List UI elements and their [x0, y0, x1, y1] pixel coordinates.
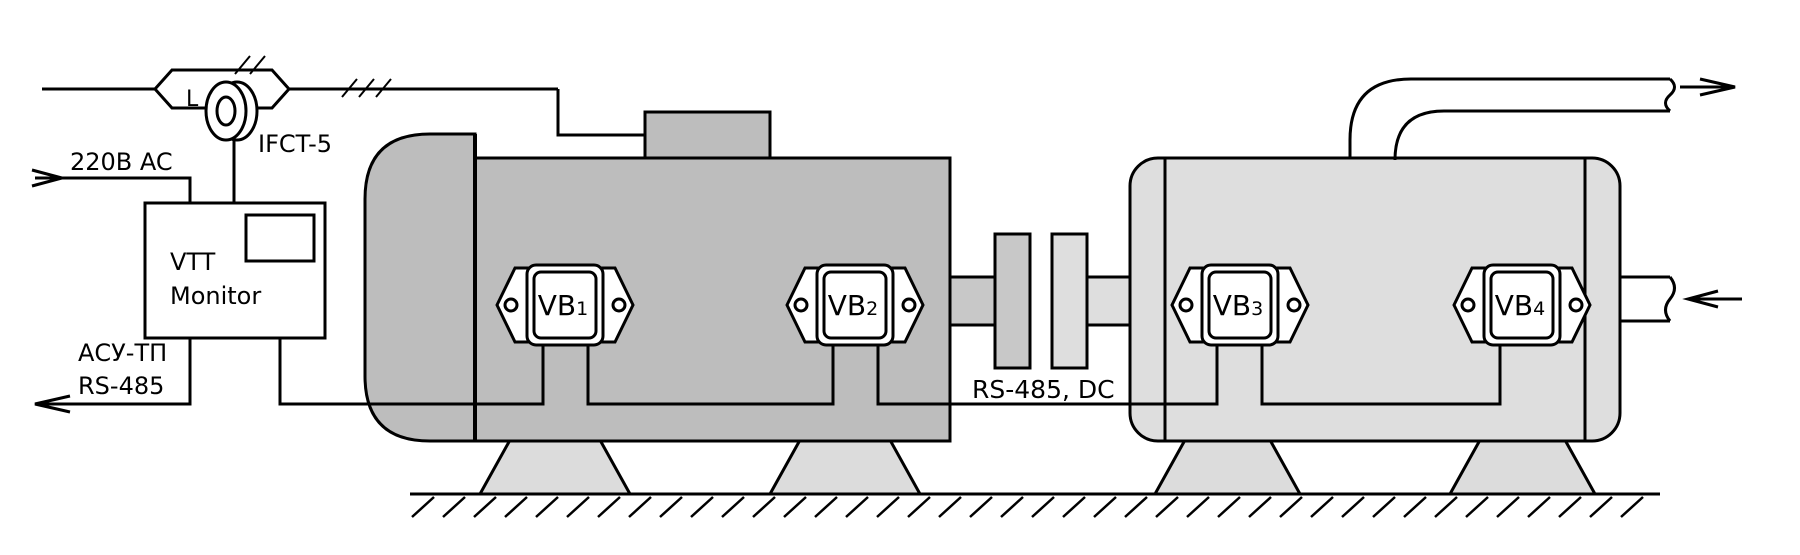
pump-foot-left	[1152, 438, 1303, 496]
motor-foot-left	[477, 438, 633, 496]
mount-hole-icon	[1286, 297, 1302, 313]
hatch-line	[1496, 496, 1520, 518]
output-label-line2: RS-485	[78, 372, 164, 400]
hatch-line	[1217, 496, 1241, 518]
hatch-line	[1558, 496, 1582, 518]
motor-fan-cover	[363, 132, 477, 443]
hatch-line	[783, 496, 807, 518]
hatch-line	[845, 496, 869, 518]
motor-foot-right	[767, 438, 923, 496]
pump-body	[1128, 156, 1622, 443]
mount-hole-icon	[503, 297, 519, 313]
hatch-line	[442, 496, 466, 518]
hatch-line	[907, 496, 931, 518]
vibration-sensor-2: VB2	[785, 263, 925, 347]
shaft-coupling	[948, 232, 1134, 370]
hatch-line	[1248, 496, 1272, 518]
monitor-display	[244, 213, 316, 263]
sensor-label: VB1	[538, 289, 588, 322]
hatch-line	[1062, 496, 1086, 518]
sensor-label: VB4	[1495, 289, 1545, 322]
mount-hole-icon	[1568, 297, 1584, 313]
pump-foot-right	[1447, 438, 1598, 496]
discharge-pipe	[1348, 77, 1736, 161]
hatch-line	[1031, 496, 1055, 518]
ground-hatching	[411, 496, 1644, 518]
hatch-line	[411, 496, 435, 518]
hatch-line	[1403, 496, 1427, 518]
hatch-line	[1310, 496, 1334, 518]
pump-shaft	[1085, 275, 1134, 327]
hatch-line	[938, 496, 962, 518]
monitor-label-line2: Monitor	[170, 282, 261, 310]
current-transformer-icon	[204, 80, 259, 142]
hatch-line	[659, 496, 683, 518]
hatch-line	[1124, 496, 1148, 518]
mount-hole-icon	[793, 297, 809, 313]
power-supply-label: 220В AC	[70, 148, 173, 176]
bus-label: RS-485, DC	[972, 375, 1115, 404]
vibration-sensor-3: VB3	[1170, 263, 1310, 347]
hatch-line	[814, 496, 838, 518]
pump-feet	[1152, 438, 1598, 496]
hatch-line	[1279, 496, 1303, 518]
hatch-line	[1000, 496, 1024, 518]
hatch-line	[1093, 496, 1117, 518]
hatch-line	[1372, 496, 1396, 518]
hatch-line	[628, 496, 652, 518]
hatch-line	[1186, 496, 1210, 518]
hatch-line	[876, 496, 900, 518]
sensor-label: VB3	[1213, 289, 1263, 322]
hatch-line	[1620, 496, 1644, 518]
mount-hole-icon	[1178, 297, 1194, 313]
hatch-line	[721, 496, 745, 518]
current-transformer-label: IFCT-5	[258, 130, 332, 158]
motor-shaft	[948, 275, 997, 327]
hatch-line	[1155, 496, 1179, 518]
vibration-sensor-1: VB1	[495, 263, 635, 347]
motor-feet	[477, 438, 923, 496]
suction-pipe	[1620, 275, 1742, 323]
vtt-monitor	[143, 201, 327, 340]
hatch-line	[597, 496, 621, 518]
hatch-line	[1465, 496, 1489, 518]
motor-terminal-box	[643, 110, 772, 162]
power-supply-input	[31, 168, 192, 203]
coupling-half-right	[1050, 232, 1089, 370]
hatch-line	[535, 496, 559, 518]
sensor-bus	[278, 338, 1502, 406]
pump	[1128, 156, 1622, 443]
vibration-sensor-4: VB4	[1452, 263, 1592, 347]
hatch-line	[969, 496, 993, 518]
hatch-line	[1434, 496, 1458, 518]
output-label-line1: АСУ-ТП	[78, 339, 167, 367]
sensor-label: VB2	[828, 289, 878, 322]
hatch-line	[504, 496, 528, 518]
hatch-line	[566, 496, 590, 518]
coupling-half-left	[993, 232, 1032, 370]
mount-hole-icon	[901, 297, 917, 313]
mount-hole-icon	[1460, 297, 1476, 313]
hatch-line	[473, 496, 497, 518]
hatch-line	[1589, 496, 1613, 518]
inductor-label: L	[186, 87, 199, 112]
control-system-output	[34, 338, 192, 414]
hatch-line	[690, 496, 714, 518]
power-line	[42, 55, 645, 203]
ground	[410, 492, 1660, 518]
hatch-line	[752, 496, 776, 518]
hatch-line	[1527, 496, 1551, 518]
monitor-label-line1: VTT	[170, 248, 216, 276]
mount-hole-icon	[611, 297, 627, 313]
hatch-line	[1341, 496, 1365, 518]
